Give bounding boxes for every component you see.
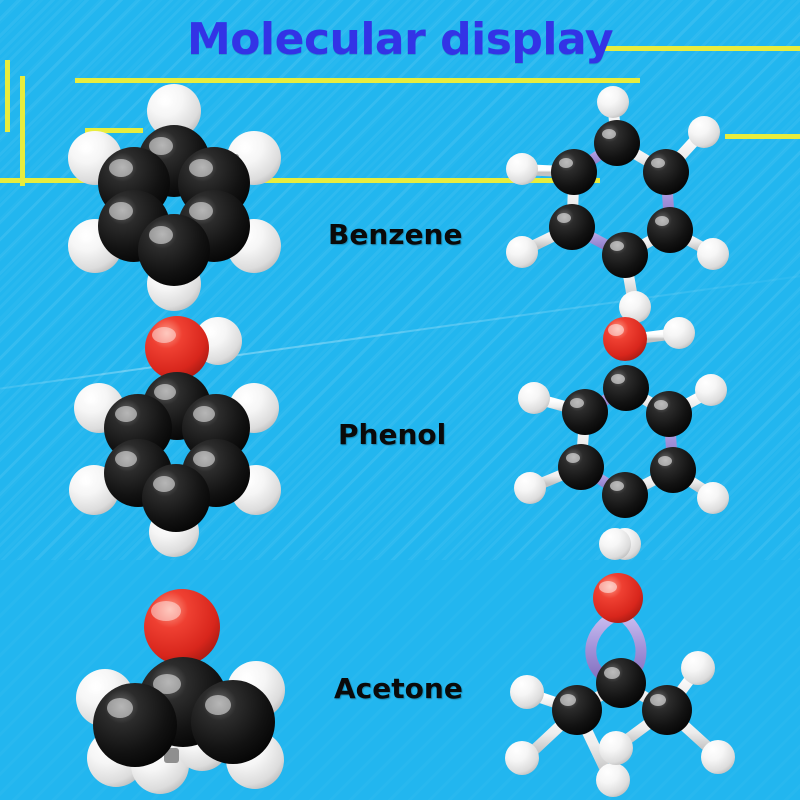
carbon-atoms xyxy=(549,120,693,278)
carbon-atoms xyxy=(104,372,250,532)
title-underline-main xyxy=(75,78,640,83)
methyl-carbon-left xyxy=(552,685,602,735)
acetone-space-filling-model xyxy=(60,580,310,795)
phenol-ball-and-stick-model xyxy=(495,312,745,562)
title-underline-right xyxy=(605,46,800,51)
benzene-ball-and-stick-model xyxy=(495,75,745,323)
oxygen-atom xyxy=(145,316,209,380)
short-rule-left xyxy=(85,128,143,133)
carbon-atoms xyxy=(98,125,250,286)
hydrogen-atoms xyxy=(505,651,735,797)
benzene-space-filling-model xyxy=(55,78,295,311)
oxygen-atom xyxy=(144,589,220,665)
vertical-rule-inner xyxy=(20,76,25,186)
carbon-atoms xyxy=(558,365,696,518)
short-rule-right xyxy=(725,134,800,139)
methyl-carbon-left xyxy=(93,683,177,767)
methyl-carbon-right xyxy=(642,685,692,735)
acetone-ball-and-stick-model xyxy=(495,558,755,800)
carbonyl-carbon xyxy=(596,658,646,708)
long-rule-mid xyxy=(0,178,600,183)
oxygen-atom xyxy=(603,317,647,361)
phenol-space-filling-model xyxy=(58,310,298,560)
molecule-label-acetone: Acetone xyxy=(334,672,463,705)
oxygen-atom xyxy=(593,573,643,623)
vertical-rule-outer xyxy=(5,60,10,132)
methyl-carbon-right xyxy=(191,680,275,764)
page-title: Molecular display xyxy=(187,14,614,65)
hydroxyl-hydrogen xyxy=(663,317,695,349)
hydrogen-atoms xyxy=(506,86,729,323)
molecule-label-benzene: Benzene xyxy=(328,218,463,251)
phenol-bottom-hydrogen-overflow xyxy=(595,528,635,564)
molecule-label-phenol: Phenol xyxy=(338,418,447,451)
